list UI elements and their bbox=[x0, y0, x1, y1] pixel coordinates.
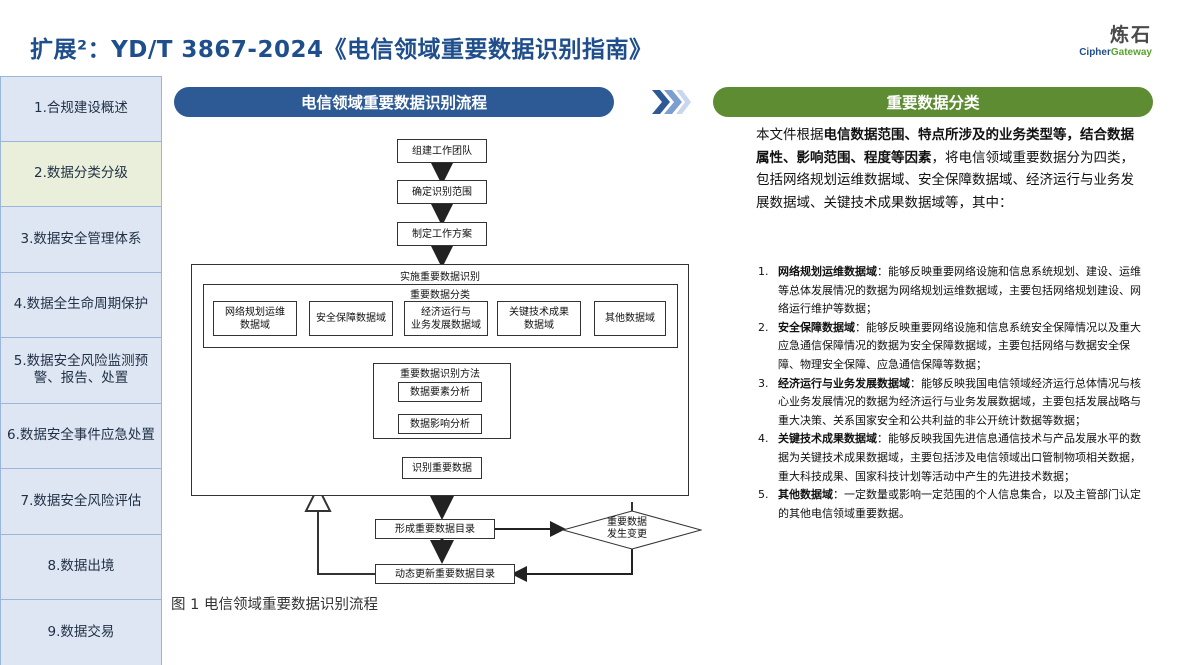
logo-en-b: Gateway bbox=[1110, 47, 1152, 58]
cat-economy: 经济运行与 业务发展数据域 bbox=[404, 301, 488, 336]
cat-security: 安全保障数据域 bbox=[309, 301, 393, 336]
list-num: 5. bbox=[758, 488, 769, 502]
sidebar-item-compliance[interactable]: 1.合规建设概述 bbox=[0, 76, 162, 142]
list-body: 经济运行与业务发展数据域：能够反映我国电信领域经济运行总体情况与核心业务发展情况… bbox=[778, 375, 1143, 431]
flow-connectors bbox=[170, 161, 633, 582]
change-diamond bbox=[562, 510, 702, 550]
step-identify: 识别重要数据 bbox=[402, 457, 482, 479]
logo-en-a: Cipher bbox=[1079, 47, 1111, 58]
method-label: 重要数据识别方法 bbox=[400, 369, 480, 380]
category-label: 重要数据分类 bbox=[410, 290, 470, 301]
cat-tech: 关键技术成果 数据域 bbox=[497, 301, 581, 336]
list-item: 2. 安全保障数据域：能够反映重要网络设施和信息系统安全保障情况以及重大应急通信保… bbox=[758, 319, 1143, 375]
list-text: ：一定数量或影响一定范围的个人信息集合，以及主管部门认定的其他电信领域重要数据。 bbox=[778, 488, 1141, 520]
list-body: 关键技术成果数据域：能够反映我国先进信息通信技术与产品发展水平的数据为关键技术成… bbox=[778, 430, 1143, 486]
sidebar-item-lifecycle[interactable]: 4.数据全生命周期保护 bbox=[0, 272, 162, 338]
list-body: 网络规划运维数据域：能够反映重要网络设施和信息系统规划、建设、运维等总体发展情况… bbox=[778, 263, 1143, 319]
implement-label: 实施重要数据识别 bbox=[400, 272, 480, 283]
intro-paragraph: 本文件根据电信数据范围、特点所涉及的业务类型等，结合数据属性、影响范围、程度等因… bbox=[756, 124, 1141, 214]
chevron-right-icon bbox=[652, 90, 691, 114]
sidebar-item-risk[interactable]: 7.数据安全风险评估 bbox=[0, 469, 162, 535]
intro-a: 本文件根据 bbox=[756, 127, 824, 143]
list-item: 3. 经济运行与业务发展数据域：能够反映我国电信领域经济运行总体情况与核心业务发展… bbox=[758, 375, 1143, 431]
step-scope: 确定识别范围 bbox=[397, 180, 487, 204]
list-item: 4. 关键技术成果数据域：能够反映我国先进信息通信技术与产品发展水平的数据为关键技… bbox=[758, 430, 1143, 486]
logo: 炼石 CipherGateway bbox=[1079, 20, 1152, 58]
page-title: 扩展²：YD/T 3867-2024《电信领域重要数据识别指南》 bbox=[30, 37, 653, 63]
flow-caption: 图 1 电信领域重要数据识别流程 bbox=[171, 597, 378, 613]
list-head: 网络规划运维数据域 bbox=[778, 265, 877, 278]
step-update: 动态更新重要数据目录 bbox=[375, 564, 515, 584]
sidebar-item-trading[interactable]: 9.数据交易 bbox=[0, 600, 162, 665]
sidebar-item-classification[interactable]: 2.数据分类分级 bbox=[0, 141, 162, 207]
sidebar-item-incident[interactable]: 6.数据安全事件应急处置 bbox=[0, 403, 162, 469]
step-catalog: 形成重要数据目录 bbox=[375, 519, 495, 539]
cat-network: 网络规划运维 数据域 bbox=[213, 301, 297, 336]
list-item: 1. 网络规划运维数据域：能够反映重要网络设施和信息系统规划、建设、运维等总体发展… bbox=[758, 263, 1143, 319]
method-impact: 数据影响分析 bbox=[398, 414, 482, 434]
list-num: 4. bbox=[758, 432, 769, 446]
step-plan: 制定工作方案 bbox=[397, 222, 487, 246]
list-num: 2. bbox=[758, 320, 769, 334]
sidebar-item-management[interactable]: 3.数据安全管理体系 bbox=[0, 207, 162, 273]
list-num: 1. bbox=[758, 265, 769, 278]
flow-section-header: 电信领域重要数据识别流程 bbox=[174, 87, 614, 117]
intro-c: ，将电信领域重要数据分为四类，包括网络规划运维数据域、安全保障数据域、经济运行与… bbox=[756, 149, 1134, 211]
list-body: 其他数据域：一定数量或影响一定范围的个人信息集合，以及主管部门认定的其他电信领域… bbox=[778, 486, 1143, 523]
sidebar-nav: 1.合规建设概述 2.数据分类分级 3.数据安全管理体系 4.数据全生命周期保护… bbox=[0, 76, 162, 665]
logo-en: CipherGateway bbox=[1079, 47, 1152, 58]
list-num: 3. bbox=[758, 376, 769, 390]
classification-section-header: 重要数据分类 bbox=[713, 87, 1153, 117]
intro-b: 电信数据范围、特点所涉及的业务类型等，结合数据属性、影响范围、程度等因素 bbox=[756, 127, 1134, 166]
list-text: ：能够反映我国先进信息通信技术与产品发展水平的数据为关键技术成果数据域，主要包括… bbox=[778, 432, 1141, 483]
list-head: 经济运行与业务发展数据域 bbox=[778, 376, 910, 390]
list-body: 安全保障数据域：能够反映重要网络设施和信息系统安全保障情况以及重大应急通信保障情… bbox=[778, 319, 1143, 375]
change-label: 重要数据 发生变更 bbox=[607, 517, 647, 540]
sidebar-item-export[interactable]: 8.数据出境 bbox=[0, 534, 162, 600]
sidebar-item-monitoring[interactable]: 5.数据安全风险监测预警、报告、处置 bbox=[0, 338, 162, 404]
list-head: 关键技术成果数据域 bbox=[778, 432, 877, 446]
step-build-team: 组建工作团队 bbox=[397, 139, 487, 163]
cat-other: 其他数据域 bbox=[594, 301, 666, 336]
list-head: 其他数据域 bbox=[778, 488, 833, 502]
list-text: ：能够反映我国电信领域经济运行总体情况与核心业务发展情况的数据为经济运行与业务发… bbox=[778, 376, 1141, 427]
flowchart: 组建工作团队 确定识别范围 制定工作方案 实施重要数据识别 重要数据分类 网络规… bbox=[170, 124, 710, 624]
method-element: 数据要素分析 bbox=[398, 382, 482, 402]
category-list: 1. 网络规划运维数据域：能够反映重要网络设施和信息系统规划、建设、运维等总体发展… bbox=[758, 263, 1143, 523]
logo-cn: 炼石 bbox=[1109, 24, 1152, 46]
list-head: 安全保障数据域 bbox=[778, 320, 855, 334]
list-text: ：能够反映重要网络设施和信息系统安全保障情况以及重大应急通信保障情况的数据为安全… bbox=[778, 320, 1141, 371]
list-text: ：能够反映重要网络设施和信息系统规划、建设、运维等总体发展情况的数据为网络规划运… bbox=[778, 265, 1141, 316]
list-item: 5. 其他数据域：一定数量或影响一定范围的个人信息集合，以及主管部门认定的其他电信… bbox=[758, 486, 1143, 523]
